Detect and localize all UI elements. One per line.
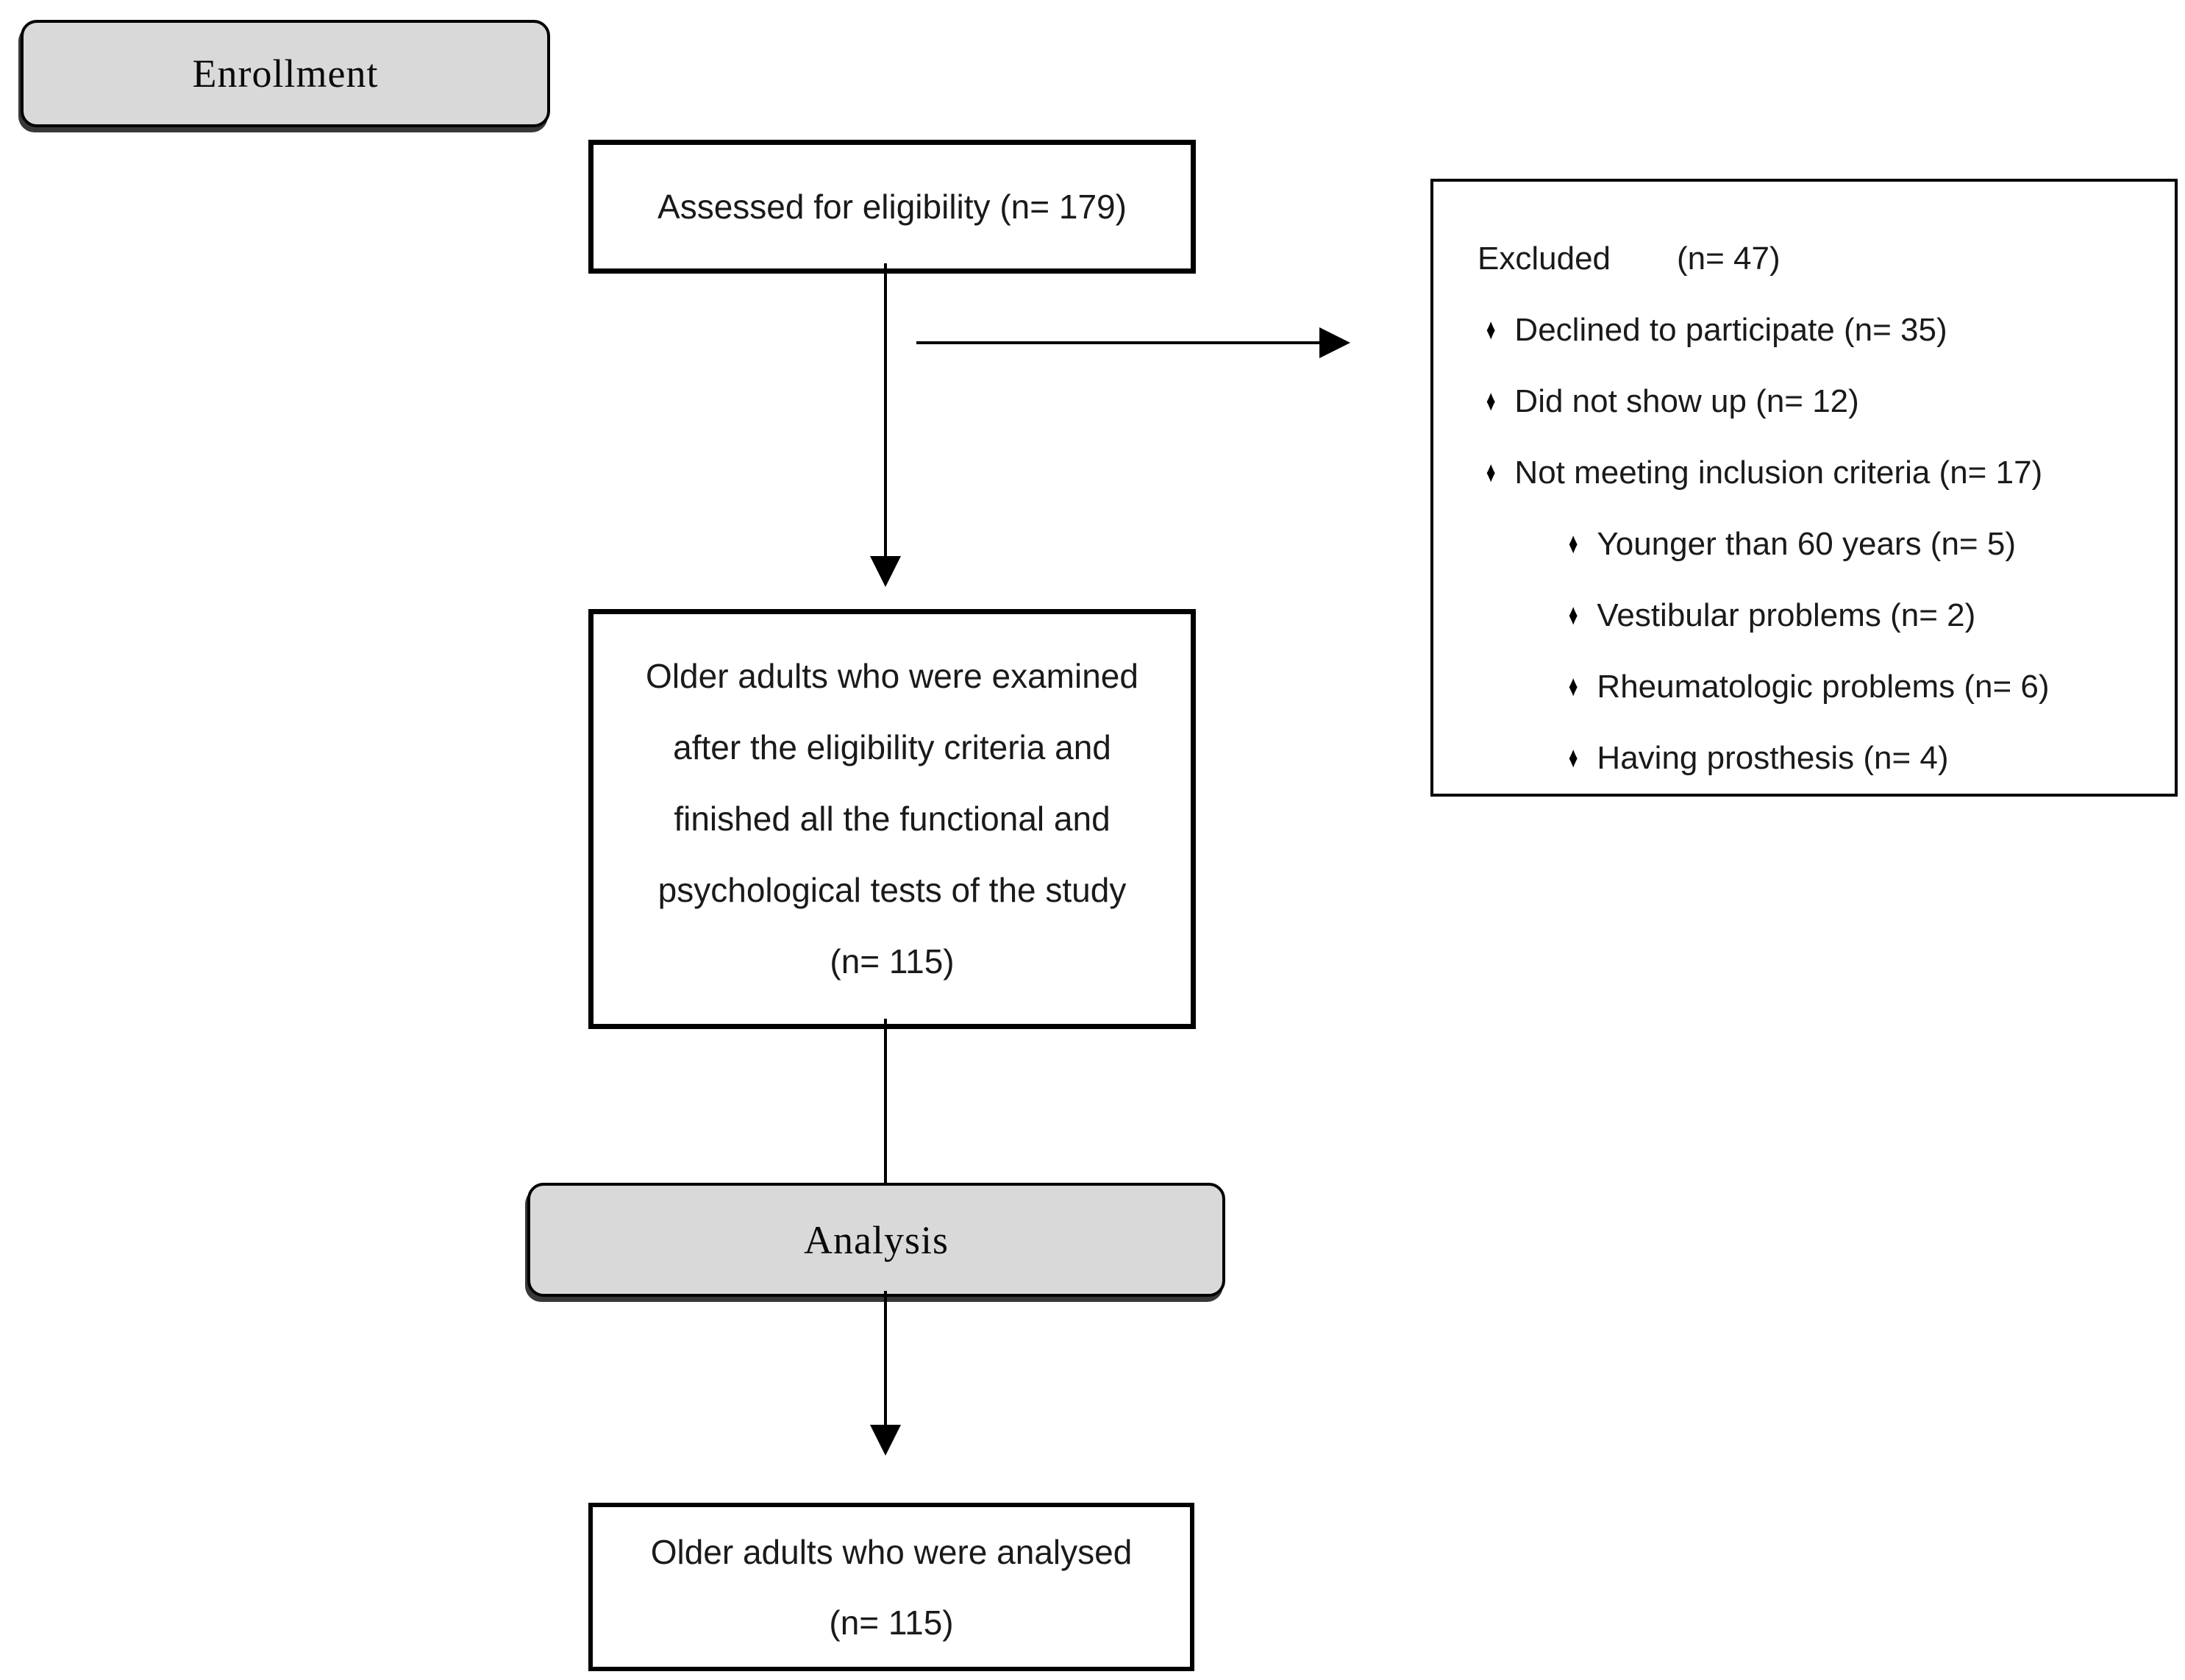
assessed-for-eligibility-text: Assessed for eligibility (n= 179): [657, 187, 1127, 226]
excluded-item-label: Not meeting inclusion criteria (n= 17): [1514, 454, 2043, 491]
excluded-item-label: Having prosthesis (n= 4): [1597, 739, 1949, 776]
excluded-item-label: Vestibular problems (n= 2): [1597, 597, 1976, 633]
analysed-box-line: (n= 115): [829, 1603, 954, 1642]
excluded-item: ♦ Vestibular problems (n= 2): [1478, 580, 2163, 651]
examined-box-line: psychological tests of the study: [657, 871, 1127, 909]
analysed-box-line: Older adults who were analysed: [650, 1532, 1133, 1571]
diamond-bullet-icon: ♦: [1486, 456, 1496, 488]
analysis-stage-label: Analysis: [804, 1217, 949, 1262]
connector-line-assessed-to-examined: [884, 263, 887, 558]
excluded-item: ♦ Rheumatologic problems (n= 6): [1478, 651, 2163, 722]
examined-box-line: finished all the functional and: [674, 800, 1111, 838]
excluded-item: ♦ Not meeting inclusion criteria (n= 17): [1478, 437, 2163, 508]
excluded-count: (n= 47): [1677, 240, 1781, 277]
enrollment-stage-label: Enrollment: [192, 51, 379, 96]
arrow-right-icon: [1319, 327, 1350, 358]
diamond-bullet-icon: ♦: [1568, 527, 1578, 560]
excluded-box: Excluded (n= 47) ♦ Declined to participat…: [1430, 179, 2178, 797]
diamond-bullet-icon: ♦: [1486, 385, 1496, 417]
analysis-stage-box: Analysis: [527, 1183, 1225, 1297]
enrollment-stage-box: Enrollment: [21, 20, 550, 127]
excluded-item: ♦ Younger than 60 years (n= 5): [1478, 508, 2163, 580]
excluded-item: ♦ Having prosthesis (n= 4): [1478, 722, 2163, 794]
excluded-item-label: Younger than 60 years (n= 5): [1597, 525, 2016, 562]
examined-participants-box: Older adults who were examined after the …: [588, 609, 1196, 1029]
connector-line-to-excluded: [916, 341, 1319, 344]
connector-line-examined-to-analysis: [884, 1019, 887, 1183]
analysed-participants-box: Older adults who were analysed (n= 115): [588, 1503, 1194, 1671]
arrow-down-icon: [870, 556, 901, 587]
excluded-item: ♦ Did not show up (n= 12): [1478, 366, 2163, 437]
diamond-bullet-icon: ♦: [1568, 670, 1578, 702]
diamond-bullet-icon: ♦: [1568, 741, 1578, 774]
assessed-for-eligibility-box: Assessed for eligibility (n= 179): [588, 140, 1196, 274]
excluded-item-label: Declined to participate (n= 35): [1514, 311, 1947, 348]
examined-box-line: (n= 115): [830, 942, 955, 980]
connector-line-analysis-to-analysed: [884, 1291, 887, 1426]
excluded-items: ♦ Declined to participate (n= 35) ♦ Did not…: [1478, 294, 2163, 794]
examined-box-line: after the eligibility criteria and: [673, 728, 1111, 766]
excluded-item: ♦ Declined to participate (n= 35): [1478, 294, 2163, 366]
excluded-title: Excluded: [1478, 240, 1611, 277]
excluded-item-label: Did not show up (n= 12): [1514, 382, 1859, 419]
arrow-down-icon: [870, 1425, 901, 1456]
examined-box-line: Older adults who were examined: [646, 657, 1138, 695]
excluded-header: Excluded (n= 47): [1478, 223, 2163, 294]
diamond-bullet-icon: ♦: [1486, 313, 1496, 346]
excluded-item-label: Rheumatologic problems (n= 6): [1597, 668, 2050, 705]
diamond-bullet-icon: ♦: [1568, 599, 1578, 631]
